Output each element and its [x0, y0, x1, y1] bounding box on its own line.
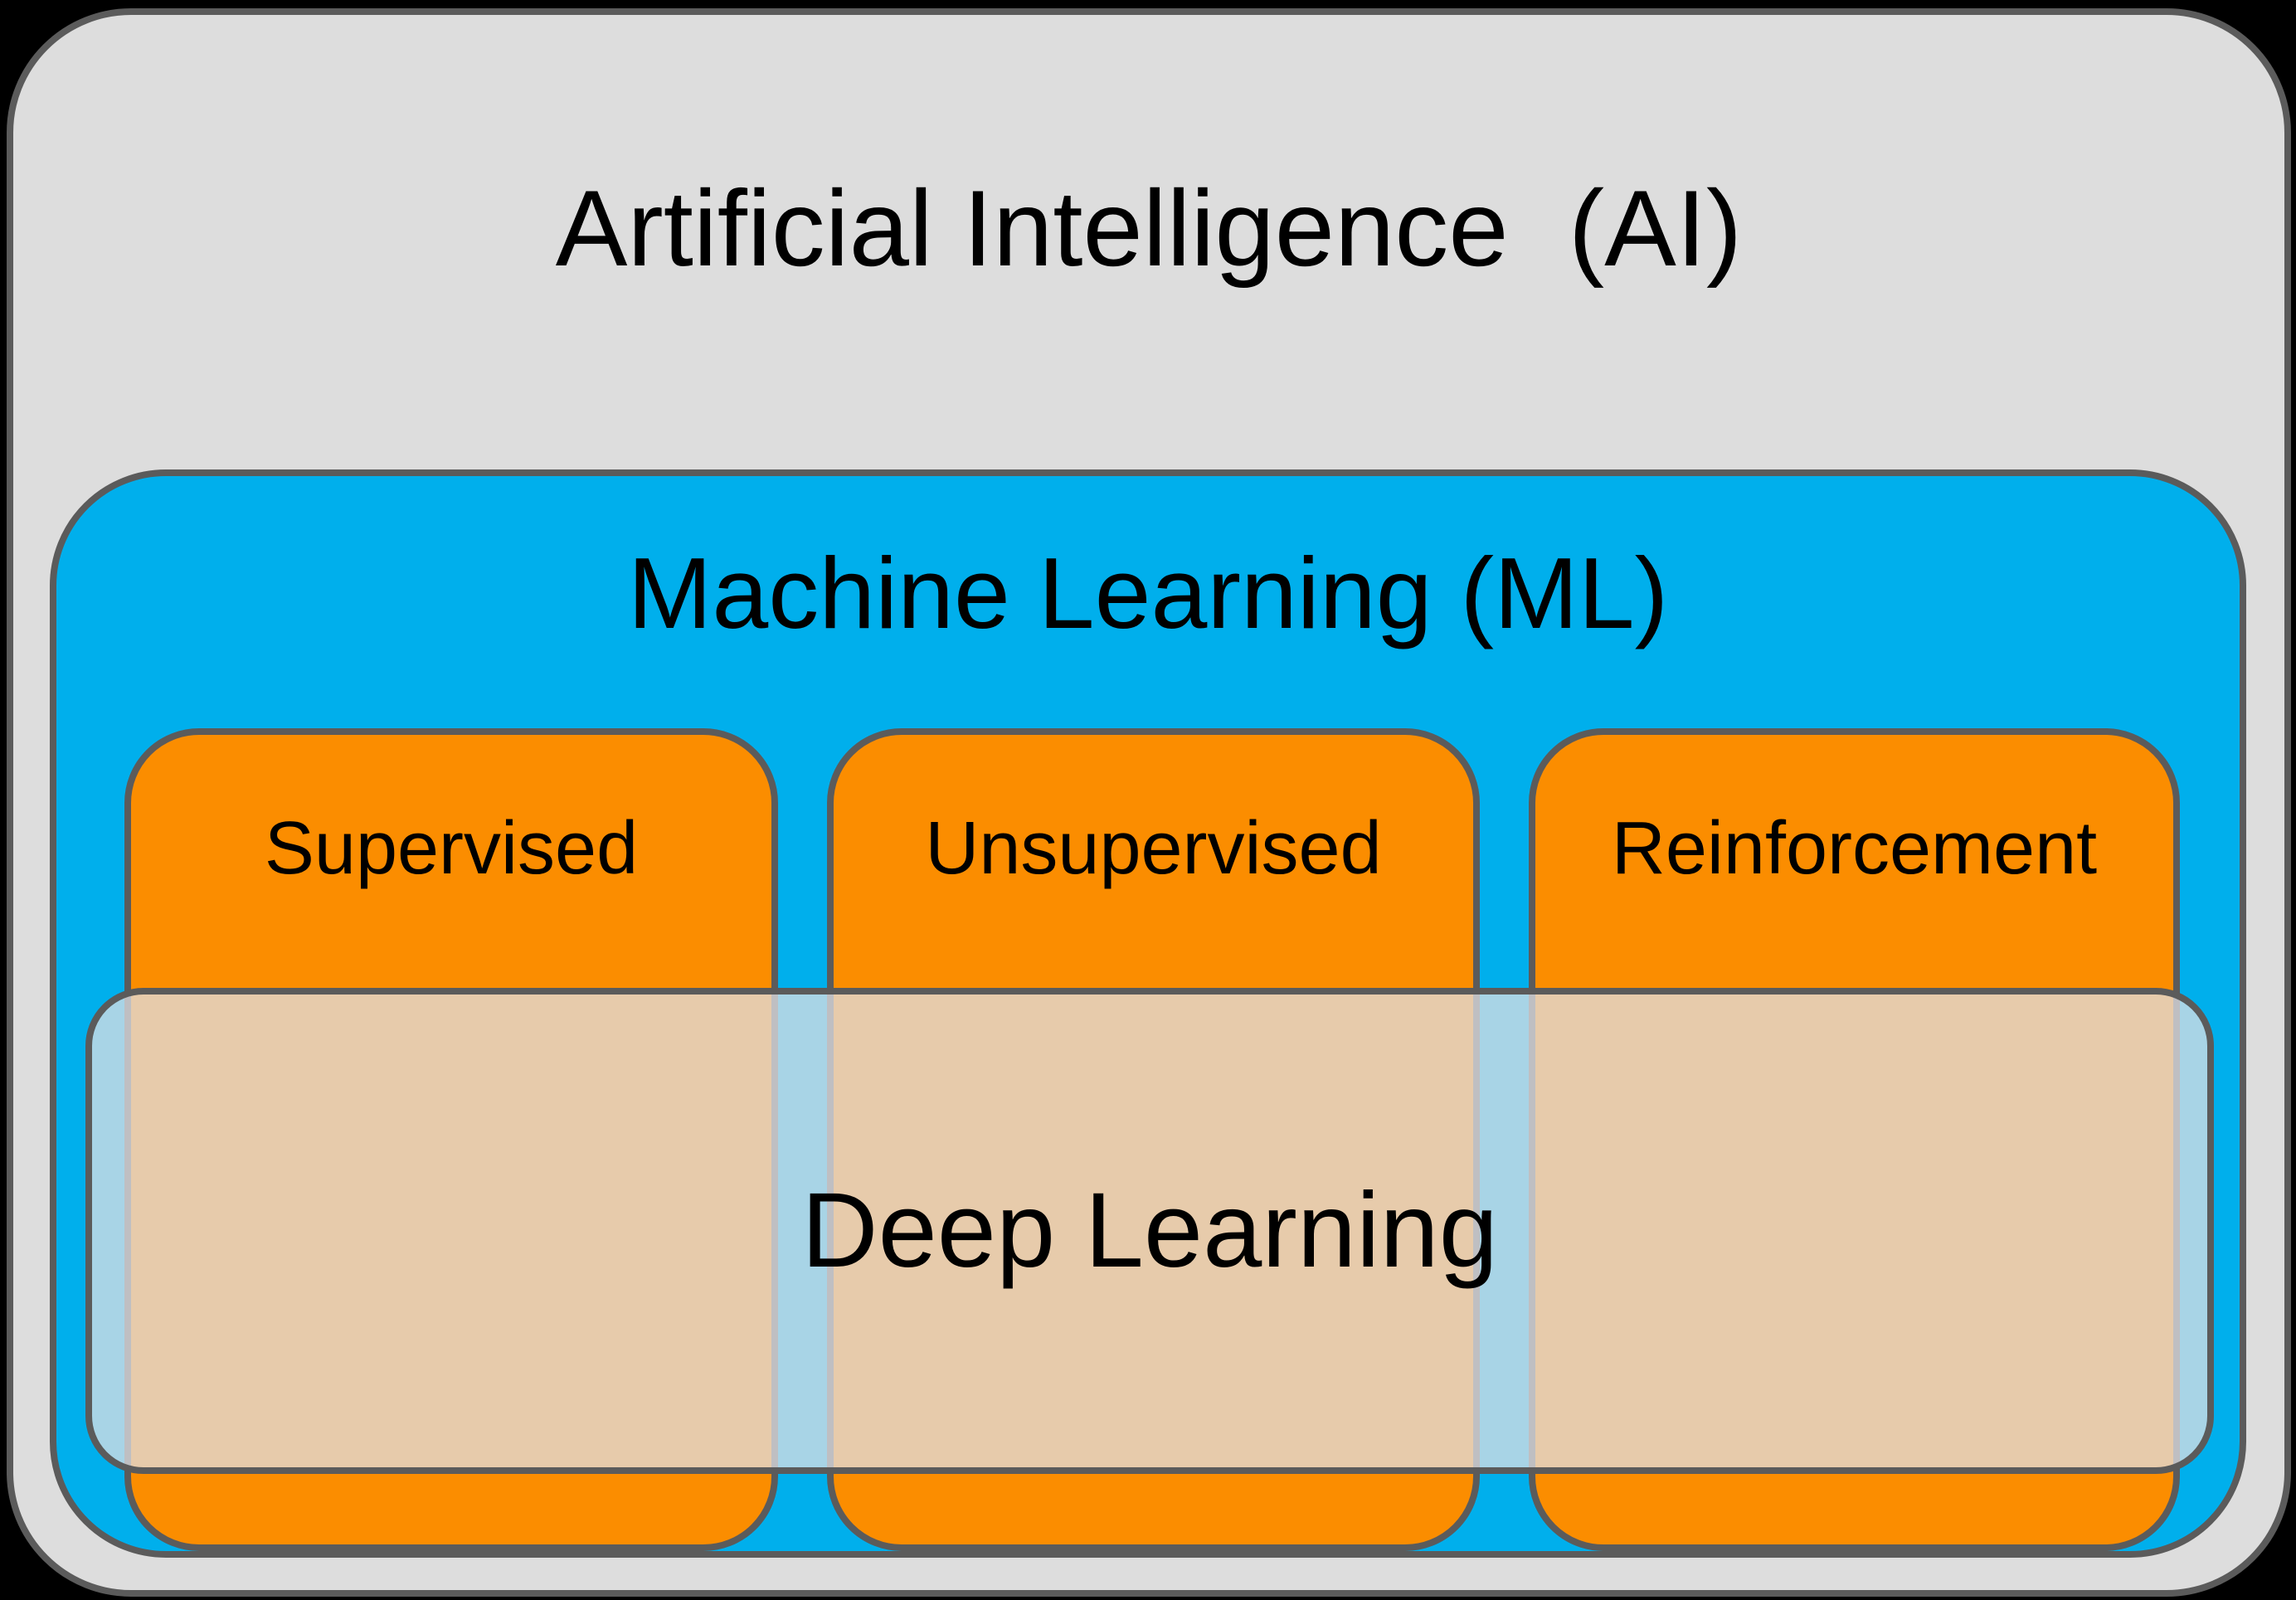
deep-learning-overlay: Deep Learning	[85, 988, 2214, 1474]
branch-label-supervised: Supervised	[264, 807, 639, 890]
branch-label-unsupervised: Unsupervised	[925, 807, 1382, 890]
ml-box: Machine Learning (ML) Supervised Unsuper…	[50, 469, 2246, 1558]
deep-learning-title: Deep Learning	[801, 1171, 1498, 1290]
branch-label-reinforcement: Reinforcement	[1611, 807, 2098, 890]
ml-title: Machine Learning (ML)	[627, 537, 1669, 649]
ai-title: Artificial Intelligence (AI)	[555, 168, 1743, 289]
ai-box: Artificial Intelligence (AI) Machine Lea…	[7, 8, 2291, 1597]
